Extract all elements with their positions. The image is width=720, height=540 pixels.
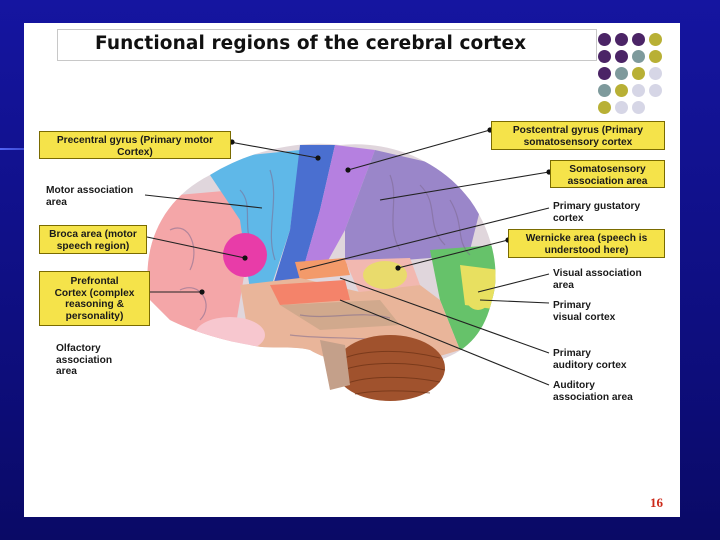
decorative-dot	[632, 33, 645, 46]
label-line: area	[56, 366, 77, 377]
decorative-dot	[598, 50, 611, 63]
label-line: Primary	[553, 300, 591, 311]
title-frame	[57, 29, 597, 61]
label-olfactory-association: Olfactory association area	[56, 343, 112, 378]
label-visual-association: Visual association area	[553, 268, 642, 291]
brainstem	[320, 340, 350, 390]
label-line: Primary gustatory	[553, 201, 641, 212]
label-line: area	[553, 279, 574, 291]
decorative-dot	[649, 67, 662, 80]
decorative-dot	[598, 84, 611, 97]
label-line: Motor association	[46, 185, 134, 196]
label-line: Precentral gyrus (Primary motor	[56, 135, 214, 146]
label-line: Olfactory	[56, 343, 101, 354]
label-line: Broca area (motor	[49, 229, 137, 240]
primary-somatosensory-region	[300, 145, 375, 280]
decorative-dot	[632, 67, 645, 80]
label-line: visual cortex	[553, 311, 616, 323]
cerebellum	[335, 335, 446, 401]
decorative-dot	[632, 50, 645, 63]
label-line: association area	[553, 391, 633, 403]
decorative-dot	[632, 84, 645, 97]
primary-auditory-region	[270, 280, 350, 305]
label-wernicke-area: Wernicke area (speech is understood here…	[508, 229, 665, 258]
label-line: Cortex (complex	[54, 287, 135, 299]
auditory-association-region	[280, 300, 400, 330]
label-line: Postcentral gyrus (Primary	[512, 125, 644, 136]
label-line: speech region)	[56, 240, 130, 252]
page-title: Functional regions of the cerebral corte…	[95, 33, 527, 54]
label-line: Prefrontal	[70, 276, 119, 287]
leader-lines	[144, 129, 550, 386]
decorative-dot	[615, 50, 628, 63]
decorative-dot	[615, 33, 628, 46]
label-line: personality)	[65, 310, 124, 322]
decorative-dot	[598, 33, 611, 46]
label-line: Somatosensory	[569, 164, 646, 175]
somatosensory-association-region	[345, 150, 480, 265]
cerebrum	[147, 143, 496, 366]
page-number: 16	[650, 495, 663, 510]
label-line: area	[46, 196, 67, 208]
decorative-dot	[598, 101, 611, 114]
label-line: reasoning &	[65, 299, 124, 310]
label-line: Wernicke area (speech is	[525, 233, 648, 244]
broca-region	[223, 233, 267, 277]
label-line: cortex	[553, 212, 584, 224]
decorative-dot	[649, 84, 662, 97]
decorative-dot	[649, 50, 662, 63]
primary-gustatory-region	[295, 258, 350, 280]
label-line: understood here)	[544, 244, 629, 256]
label-primary-gustatory: Primary gustatory cortex	[553, 201, 640, 224]
motor-association-region	[200, 150, 300, 290]
label-broca-area: Broca area (motor speech region)	[39, 225, 147, 254]
label-line: Primary	[553, 348, 591, 359]
decorative-dot	[615, 84, 628, 97]
decorative-dot	[632, 101, 645, 114]
decorative-dot	[649, 33, 662, 46]
primary-motor-region	[270, 145, 335, 295]
label-precentral-gyrus: Precentral gyrus (Primary motor Cortex)	[39, 131, 231, 159]
label-motor-association: Motor association area	[46, 185, 133, 208]
label-line: Auditory	[553, 380, 595, 391]
label-line: Cortex)	[117, 146, 153, 158]
olfactory-area	[195, 317, 265, 353]
label-line: somatosensory cortex	[523, 136, 633, 148]
wernicke-highlight	[363, 261, 407, 289]
label-prefrontal-cortex: Prefrontal Cortex (complex reasoning & p…	[39, 271, 150, 326]
decorative-dot	[615, 101, 628, 114]
label-auditory-association: Auditory association area	[553, 380, 633, 403]
label-line: association area	[567, 175, 648, 187]
decorative-dot	[598, 67, 611, 80]
label-primary-visual: Primary visual cortex	[553, 300, 615, 323]
label-somatosensory-association: Somatosensory association area	[550, 160, 665, 188]
label-primary-auditory: Primary auditory cortex	[553, 348, 627, 371]
label-line: auditory cortex	[553, 359, 627, 371]
label-postcentral-gyrus: Postcentral gyrus (Primary somatosensory…	[491, 121, 665, 150]
label-line: association	[56, 354, 113, 366]
decorative-dot	[615, 67, 628, 80]
label-line: Visual association	[553, 268, 642, 279]
